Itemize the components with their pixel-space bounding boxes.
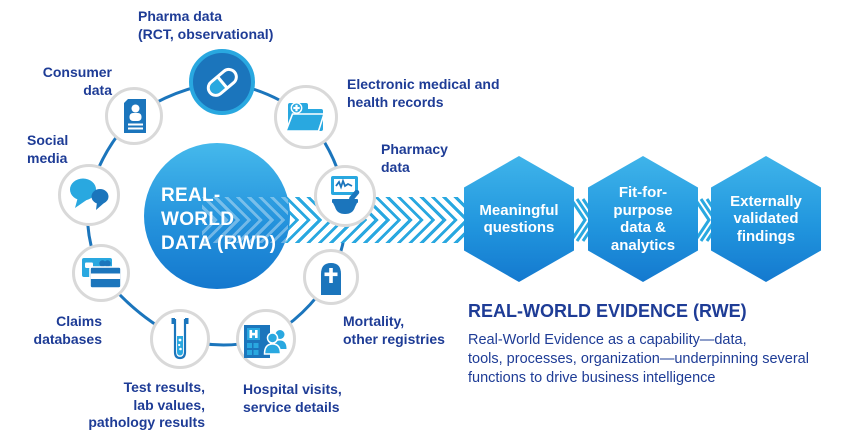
label-line: data — [381, 158, 410, 175]
label-line: Claims — [56, 313, 102, 329]
mortality-label: Mortality, other registries — [343, 313, 445, 348]
label-line: Electronic medical and — [347, 76, 500, 92]
pill-icon — [206, 67, 238, 97]
label-line: data — [83, 81, 112, 98]
label-line: Pharma data — [138, 8, 223, 24]
label-line: pathology results — [88, 414, 205, 430]
tombstone-cross-icon — [321, 263, 341, 295]
person-document-icon — [124, 99, 146, 133]
label-line: Social — [27, 132, 69, 148]
rwe-section: REAL-WORLD EVIDENCE (RWE) Real-World Evi… — [468, 300, 809, 388]
label-line: media — [27, 149, 68, 166]
label-line: Pharmacy — [381, 141, 448, 157]
hexagon-label: Meaningful questions — [479, 202, 558, 237]
hex-line: questions — [483, 219, 555, 236]
credit-cards-icon — [82, 258, 122, 289]
hexagon-label: Externally validated findings — [730, 193, 802, 246]
pharmacy-data-label: Pharmacy data — [381, 141, 448, 176]
node-test-results — [150, 309, 210, 369]
rwe-description-line: functions to drive business intelligence — [468, 370, 716, 386]
hex-line: Meaningful — [479, 201, 559, 219]
label-line: lab values, — [133, 396, 205, 413]
test-results-label: Test results, lab values, pathology resu… — [85, 379, 205, 432]
label-line: health records — [347, 93, 444, 110]
pharma-data-label: Pharma data (RCT, observational) — [138, 8, 273, 43]
rwe-title: REAL-WORLD EVIDENCE (RWE) — [468, 301, 747, 321]
hex-line: Fit-for- — [618, 184, 668, 201]
emr-label: Electronic medical and health records — [347, 76, 500, 111]
hospital-visits-label: Hospital visits, service details — [243, 381, 342, 416]
chevron-band-bottom — [250, 220, 465, 243]
hex-line: purpose — [613, 201, 673, 219]
hex-line: analytics — [610, 236, 676, 254]
node-mortality-registries — [303, 249, 359, 305]
hospital-people-icon — [244, 325, 287, 358]
label-line: Test results, — [123, 379, 205, 395]
hex-line: data & — [620, 219, 666, 236]
hex-line: validated — [733, 210, 799, 228]
label-line: databases — [33, 330, 102, 347]
label-line: Mortality, — [343, 313, 405, 329]
label-line: Consumer — [42, 64, 112, 80]
node-pharma-data — [189, 49, 255, 115]
node-pharmacy-data — [314, 165, 376, 227]
speech-bubbles-icon — [70, 178, 109, 210]
rwd-line-1: REAL-WORLD — [161, 185, 235, 230]
label-line: service details — [243, 398, 340, 415]
test-tube-icon — [171, 318, 189, 360]
rwd-line-2: DATA (RWD) — [161, 233, 277, 254]
rwe-description: Real-World Evidence as a capability—data… — [468, 331, 809, 388]
label-line: (RCT, observational) — [138, 25, 274, 42]
rwd-circle-label: REAL-WORLD DATA (RWD) — [144, 176, 290, 256]
rwe-description-line: Real-World Evidence as a capability—data… — [468, 332, 747, 348]
hex-line: findings — [736, 227, 796, 245]
node-social-media — [58, 164, 120, 226]
node-consumer-data — [105, 87, 163, 145]
claims-databases-label: Claims databases — [20, 313, 102, 348]
monitor-mortar-pestle-icon — [331, 176, 360, 214]
label-line: Hospital visits, — [243, 381, 342, 397]
hexagon-label: Fit-for- purpose data & analytics — [611, 184, 675, 254]
social-media-label: Social media — [27, 132, 68, 167]
node-emr — [274, 85, 338, 149]
node-claims-databases — [72, 244, 130, 302]
label-line: other registries — [343, 330, 445, 347]
hex-line: Externally — [730, 192, 802, 210]
consumer-data-label: Consumer data — [20, 64, 112, 99]
rwe-description-line: tools, processes, organization—underpinn… — [468, 351, 809, 367]
node-hospital-visits — [236, 309, 296, 369]
rwd-circle: REAL-WORLD DATA (RWD) — [144, 143, 290, 289]
medical-folder-icon — [284, 102, 326, 132]
